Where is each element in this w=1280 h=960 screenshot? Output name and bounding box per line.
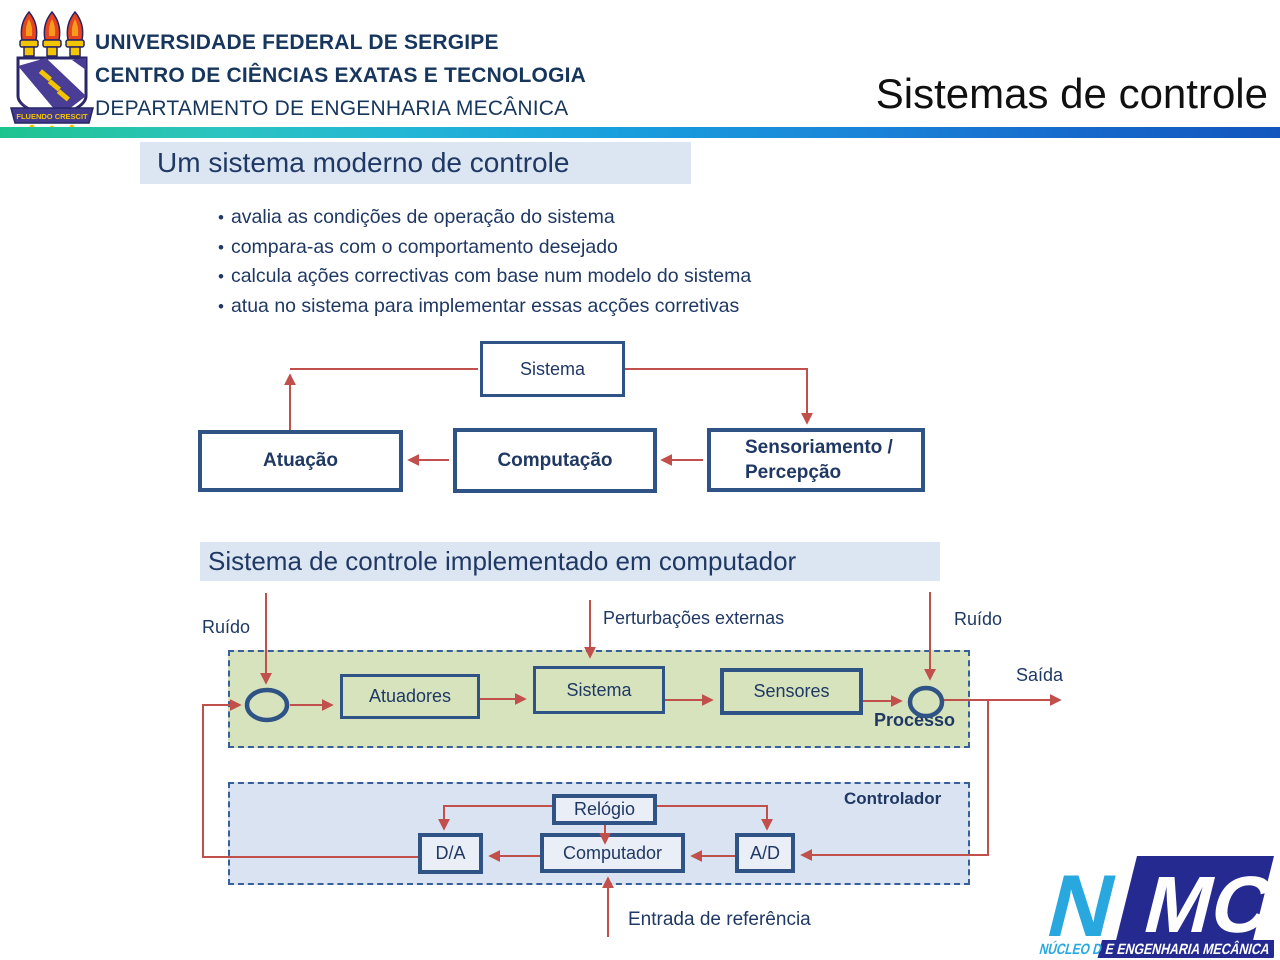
shield-band [18, 58, 86, 116]
box-label: Atuação [263, 450, 338, 471]
diagram2-box-da: D/A [418, 833, 483, 874]
bullet-dot: • [218, 237, 224, 257]
org-line-center: CENTRO DE CIÊNCIAS EXATAS E TECNOLOGIA [95, 64, 587, 87]
nmc-sub-right: E ENGENHARIA MECÂNICA [1104, 940, 1272, 958]
box-label: Atuadores [368, 686, 452, 706]
diagram1-box-sensoriamento: Sensoriamento / Percepção [707, 428, 925, 492]
box-label: A/D [749, 842, 780, 863]
diagram2-box-relogio: Relógio [552, 794, 657, 825]
diagram2-box-computador: Computador [540, 833, 685, 873]
org-line-university: UNIVERSIDADE FEDERAL DE SERGIPE [95, 31, 499, 54]
box-label-line1: Sensoriamento / [745, 437, 893, 458]
banner-ribbon [10, 107, 94, 124]
label-entrada-referencia: Entrada de referência [628, 909, 811, 930]
label-ruido-left: Ruído [202, 617, 251, 637]
diagram1-box-computacao: Computação [453, 428, 657, 493]
diagram1-box-atuacao: Atuação [198, 430, 403, 492]
nmc-sub-strip [1097, 940, 1274, 958]
banner-text: FLUENDO CRESCIT [16, 112, 88, 121]
nmc-letters-mc: MC [1136, 860, 1274, 950]
box-label: D/A [435, 843, 466, 863]
arrow-sistema-to-sensoriamento [625, 368, 813, 425]
label-controlador: Controlador [844, 789, 942, 808]
box-label: Relógio [573, 799, 636, 819]
nmc-letter-n: N [1038, 856, 1126, 954]
section-heading-computer-control: Sistema de controle implementado em comp… [200, 542, 940, 581]
label-perturbacoes-externas: Perturbações externas [603, 608, 785, 628]
box-label: Sensores [753, 681, 830, 701]
org-line-department: DEPARTAMENTO DE ENGENHARIA MECÂNICA [95, 97, 569, 120]
label-ruido-right: Ruído [954, 609, 1003, 629]
diagram1-box-sistema: Sistema [480, 341, 625, 397]
org-header: UNIVERSIDADE FEDERAL DE SERGIPE CENTRO D… [95, 26, 586, 125]
label-saida: Saída [1016, 665, 1064, 685]
box-label: Computador [562, 842, 663, 863]
bullet-text: atua no sistema para implementar essas a… [230, 294, 740, 317]
bullet-item: • compara-as com o comportamento desejado [218, 233, 751, 263]
box-label: Sistema [566, 679, 632, 700]
ufs-university-logo: FLUENDO CRESCIT [10, 11, 94, 130]
bullet-text: avalia as condições de operação do siste… [230, 206, 615, 228]
label-processo: Processo [874, 710, 956, 730]
bullet-item: • atua no sistema para implementar essas … [218, 292, 751, 322]
bullet-dot: • [218, 208, 224, 227]
bullet-list: • avalia as condições de operação do sist… [218, 203, 751, 321]
header-gradient-bar [0, 127, 1280, 138]
nmc-sub-left: NÚCLEO D [1038, 940, 1104, 958]
bullet-text: calcula ações correctivas com base num m… [230, 265, 752, 288]
bullet-item: • calcula ações correctivas com base num … [218, 262, 751, 292]
box-label: Sistema [519, 358, 586, 379]
bullet-dot: • [218, 267, 224, 287]
nmc-parallelogram [1116, 856, 1274, 940]
slide-title: Sistemas de controle [875, 70, 1268, 117]
nmc-logo: N MC NÚCLEO D E ENGENHARIA MECÂNICA [1038, 856, 1274, 958]
box-label: Computação [497, 449, 613, 471]
diagram2-box-sistema: Sistema [533, 666, 665, 714]
diagram2-box-ad: A/D [735, 833, 795, 873]
box-label-line2: Percepção [745, 462, 842, 483]
bullet-item: • avalia as condições de operação do sist… [218, 203, 751, 233]
diagram2-box-atuadores: Atuadores [340, 674, 480, 719]
bullet-text: compara-as com o comportamento desejado [230, 235, 618, 258]
bullet-dot: • [218, 296, 224, 316]
section-heading-modern-control: Um sistema moderno de controle [140, 142, 691, 184]
diagram2-box-sensores: Sensores [720, 668, 863, 715]
